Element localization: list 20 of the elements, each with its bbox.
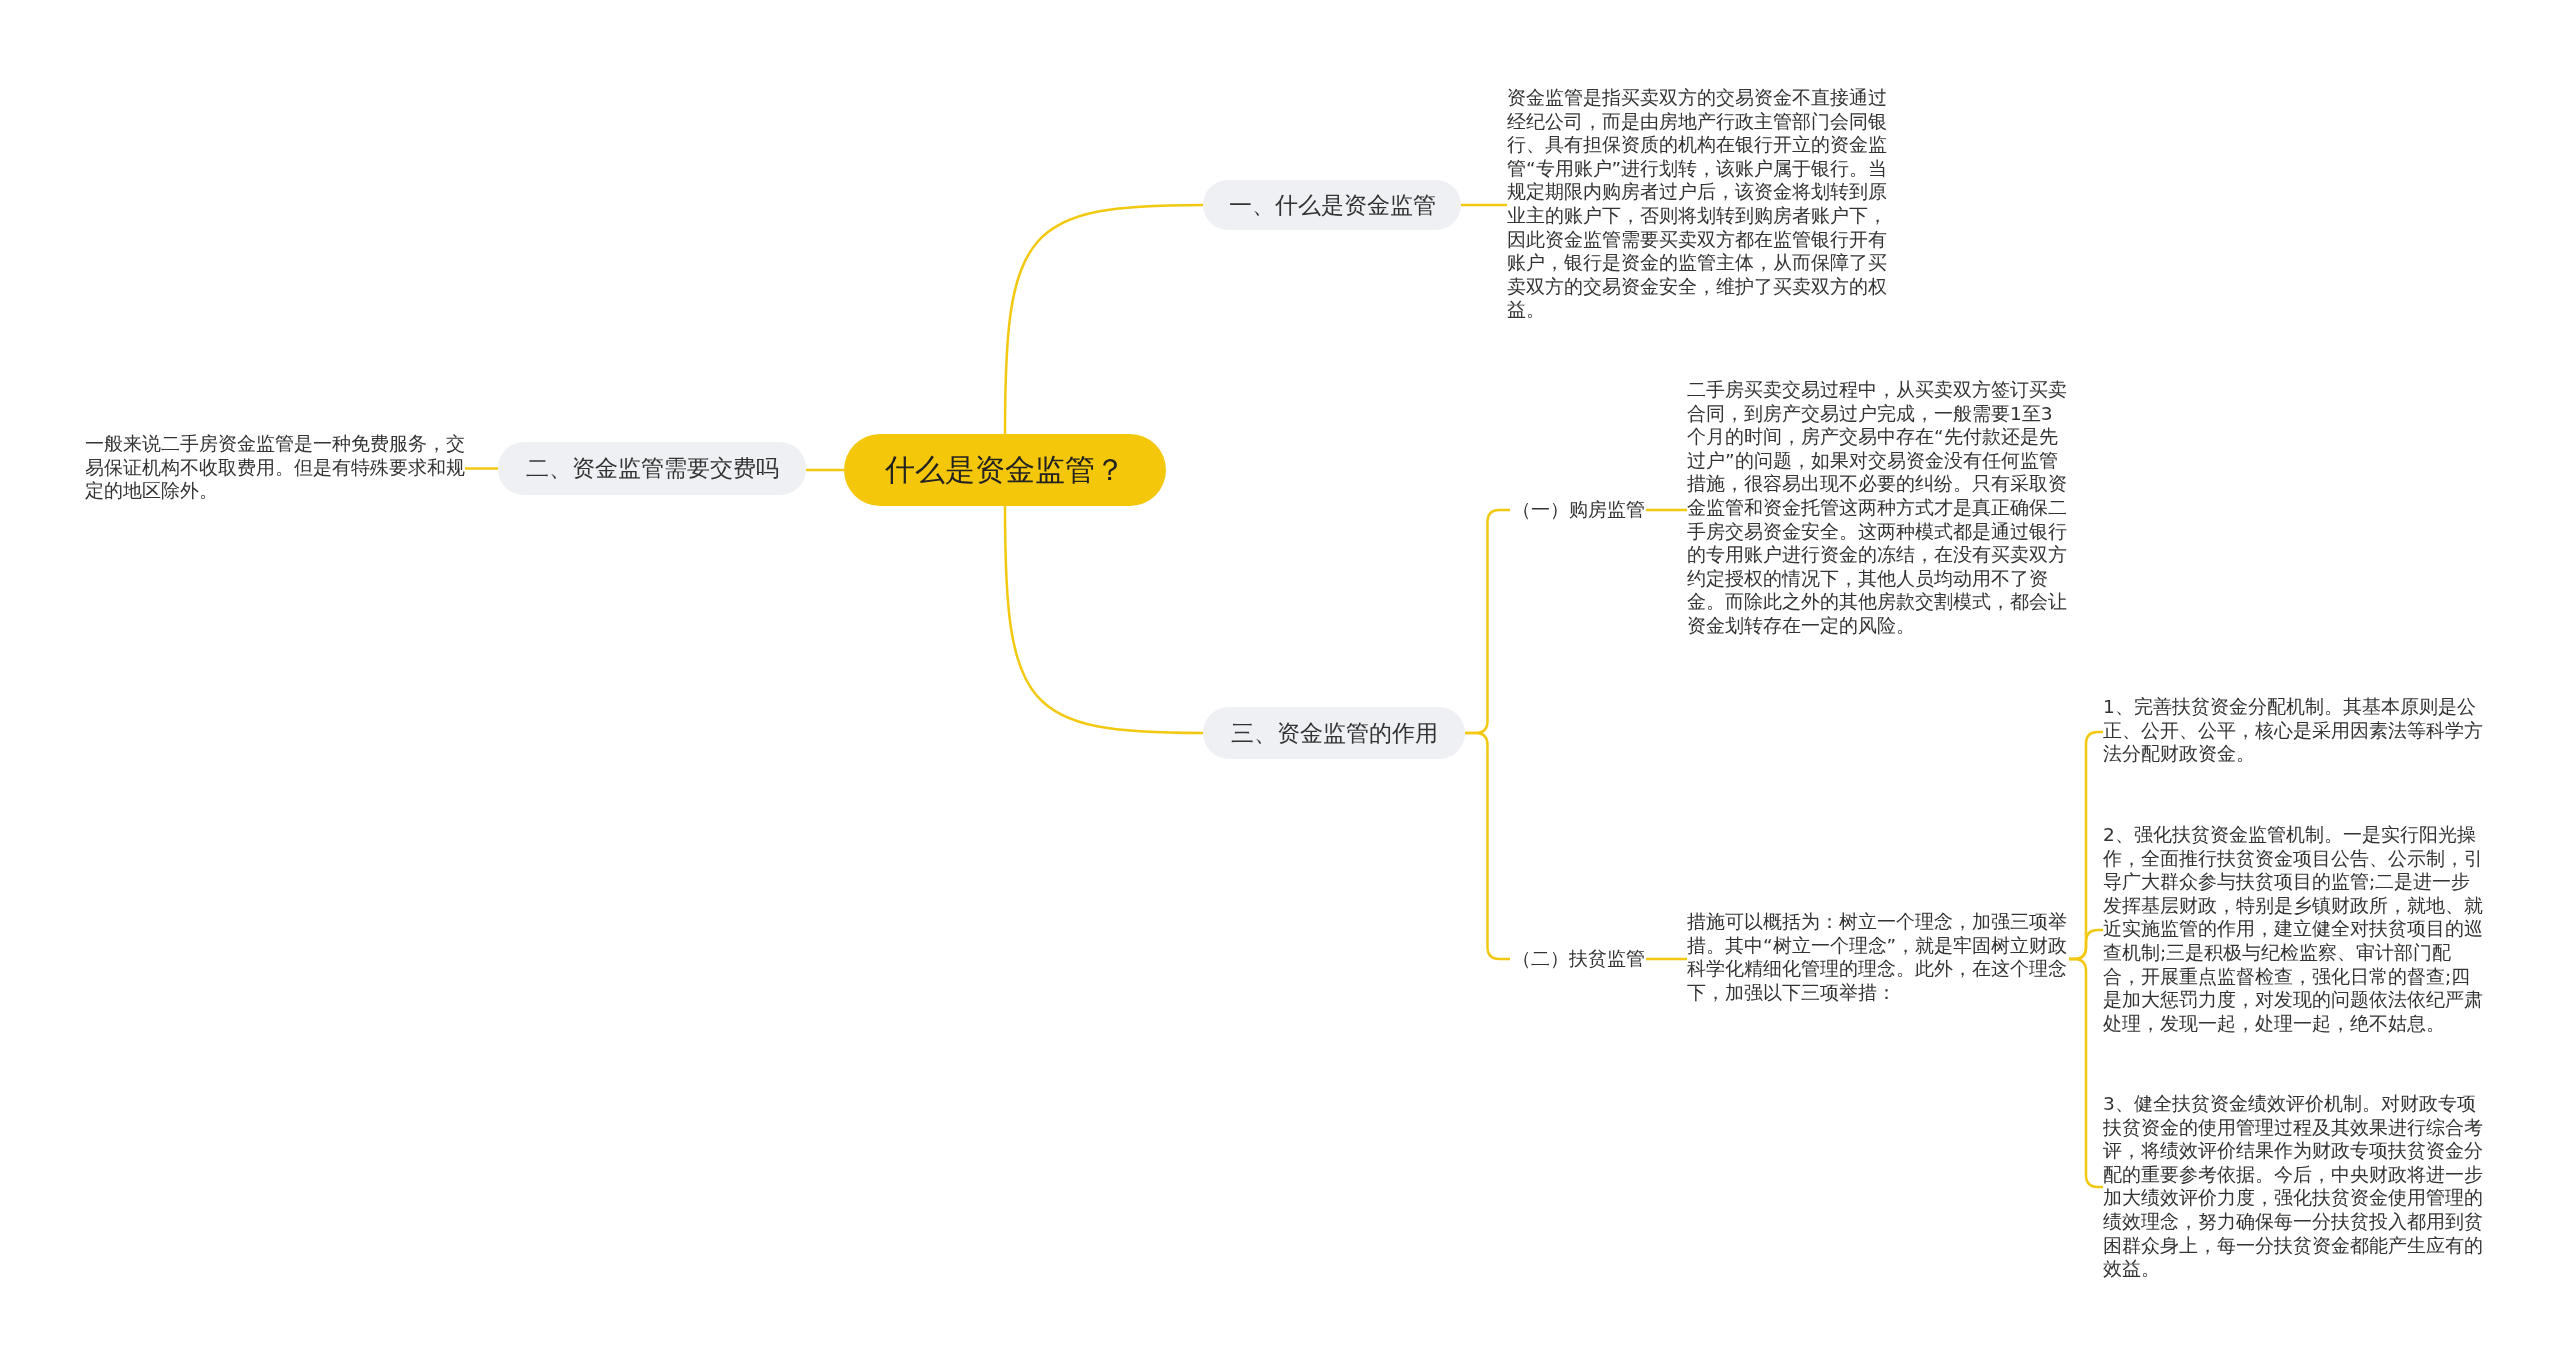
- branch-topic: 二、资金监管需要交费吗: [498, 442, 806, 495]
- topic-text: 1、完善扶贫资金分配机制。其基本原则是公正、公开、公平，核心是采用因素法等科学方法分配财政资金。: [2103, 695, 2488, 769]
- connector-line: [1461, 203, 1507, 207]
- topic-text: 一般来说二手房资金监管是一种免费服务，交易保证机构不收取费用。但是有特殊要求和规定的地区除外。: [85, 432, 465, 508]
- connector-line: [1003, 506, 1203, 735]
- connector-line: [1646, 508, 1687, 512]
- topic-text: 3、健全扶贫资金绩效评价机制。对财政专项扶贫资金的使用管理过程及其效果进行综合考评，将绩效评价结果作为财政专项扶贫资金分配的重要参考依据。今后，中央财政将进一步加大绩效评价力度，强化扶贫资金使用管理的绩效理念，努力确保每一分扶贫投入都用到贫困群众身上，每一分扶贫资金都能产生应有的效益。: [2103, 1092, 2488, 1282]
- topic-text: 措施可以概括为：树立一个理念，加强三项举措。其中“树立一个理念”，就是牢固树立财政科学化精细化管理的理念。此外，在这个理念下，加强以下三项举措：: [1687, 910, 2069, 1008]
- branch-topic: 三、资金监管的作用: [1203, 707, 1465, 759]
- connector-line: [1003, 203, 1203, 434]
- subtopic-label: （一）购房监管: [1510, 493, 1646, 527]
- connector-line: [806, 468, 844, 472]
- central-topic: 什么是资金监管？: [844, 434, 1166, 506]
- branch-topic: 一、什么是资金监管: [1203, 180, 1461, 230]
- topic-text: 2、强化扶贫资金监管机制。一是实行阳光操作，全面推行扶贫资金项目公告、公示制，引导广大群众参与扶贫项目的监管;二是进一步发挥基层财政，特别是乡镇财政所，就地、就近实施监管的作用，建立健全对扶贫项目的巡查机制;三是积极与纪检监察、审计部门配合，开展重点监督检查，强化日常的督查;四是加大惩罚力度，对发现的问题依法依纪严肃处理，发现一起，处理一起，绝不姑息。: [2103, 823, 2488, 1037]
- topic-text: 资金监管是指买卖双方的交易资金不直接通过经纪公司，而是由房地产行政主管部门会同银行、具有担保资质的机构在银行开立的资金监管“专用账户”进行划转，该账户属于银行。当规定期限内购房者过户后，该资金将划转到原业主的账户下，否则将划转到购房者账户下，因此资金监管需要买卖双方都在监管银行开有账户，银行是资金的监管主体，从而保障了买卖双方的交易资金安全，维护了买卖双方的权益。: [1507, 86, 1889, 326]
- connector-line: [465, 467, 498, 470]
- connector-line: [1646, 957, 1687, 961]
- subtopic-label: （二）扶贫监管: [1510, 942, 1646, 976]
- topic-text: 二手房买卖交易过程中，从买卖双方签订买卖合同，到房产交易过户完成，一般需要1至3个月的时间，房产交易中存在“先付款还是先过户”的问题，如果对交易资金没有任何监管措施，很容易出现不必要的纠纷。只有采取资金监管和资金托管这两种方式才是真正确保二手房交易资金安全。这两种模式都是通过银行的专用账户进行资金的冻结，在没有买卖双方约定授权的情况下，其他人员均动用不了资金。而除此之外的其他房款交割模式，都会让资金划转存在一定的风险。: [1687, 378, 2069, 643]
